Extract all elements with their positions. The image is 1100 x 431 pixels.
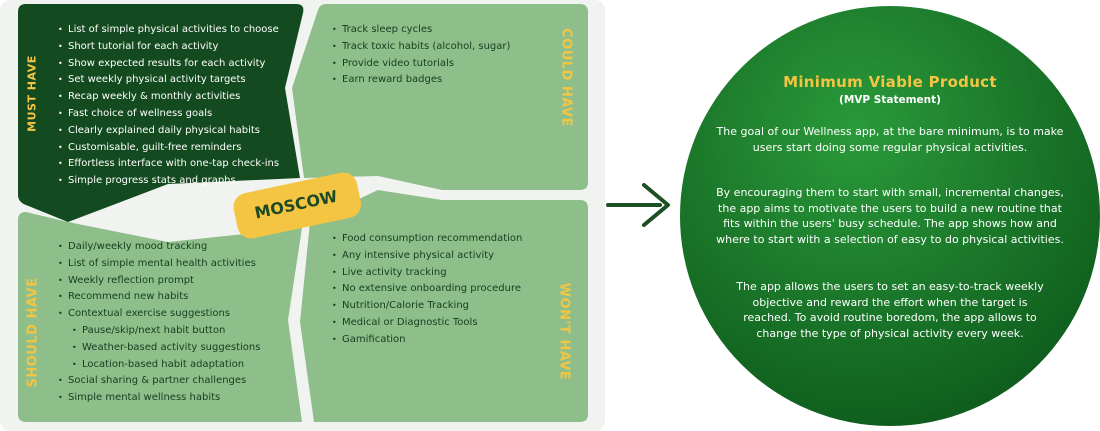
should-have-label: SHOULD HAVE [25,277,41,388]
mvp-paragraph-2: By encouraging them to start with small,… [716,186,1064,246]
list-item: Medical or Diagnostic Tools [332,315,522,332]
list-item: Provide video tutorials [332,56,510,73]
list-item: Contextual exercise suggestions [58,306,260,323]
list-item: Set weekly physical activity targets [58,72,279,89]
list-item: Daily/weekly mood tracking [58,239,260,256]
list-item: Nutrition/Calorie Tracking [332,298,522,315]
list-sub-item: Location-based habit adaptation [58,357,260,374]
list-item: Customisable, guilt-free reminders [58,140,279,157]
mvp-paragraph-3: The app allows the users to set an easy-… [736,280,1044,340]
mvp-circle [680,6,1100,426]
list-item: Track sleep cycles [332,22,510,39]
list-sub-item: Weather-based activity suggestions [58,340,260,357]
list-item: Earn reward badges [332,72,510,89]
list-item: Clearly explained daily physical habits [58,123,279,140]
list-item: Effortless interface with one-tap check-… [58,156,279,173]
mvp-subtitle: (MVP Statement) [839,94,941,106]
list-item: Social sharing & partner challenges [58,373,260,390]
should-have-list: Daily/weekly mood tracking List of simpl… [58,239,260,407]
must-have-label: MUST HAVE [25,55,39,132]
list-item: Food consumption recommendation [332,231,522,248]
list-item: Simple mental wellness habits [58,390,260,407]
list-item: Weekly reflection prompt [58,273,260,290]
list-sub-item: Pause/skip/next habit button [58,323,260,340]
list-item: Any intensive physical activity [332,248,522,265]
list-item: Live activity tracking [332,265,522,282]
list-item: Recap weekly & monthly activities [58,89,279,106]
wont-have-list: Food consumption recommendation Any inte… [332,231,522,349]
mvp-paragraph-1: The goal of our Wellness app, at the bar… [716,125,1064,154]
list-item: Gamification [332,332,522,349]
list-item: Simple progress stats and graphs [58,173,279,190]
list-item: No extensive onboarding procedure [332,281,522,298]
list-item: Show expected results for each activity [58,56,279,73]
must-have-list: List of simple physical activities to ch… [58,22,279,190]
list-item: Track toxic habits (alcohol, sugar) [332,39,510,56]
list-item: Recommend new habits [58,289,260,306]
could-have-list: Track sleep cycles Track toxic habits (a… [332,22,510,89]
mvp-title: Minimum Viable Product [783,73,997,91]
list-item: List of simple mental health activities [58,256,260,273]
wont-have-label: WON'T HAVE [556,282,572,381]
list-item: Short tutorial for each activity [58,39,279,56]
list-item: List of simple physical activities to ch… [58,22,279,39]
could-have-label: COULD HAVE [558,28,574,127]
list-item: Fast choice of wellness goals [58,106,279,123]
arrow-icon [606,183,670,227]
